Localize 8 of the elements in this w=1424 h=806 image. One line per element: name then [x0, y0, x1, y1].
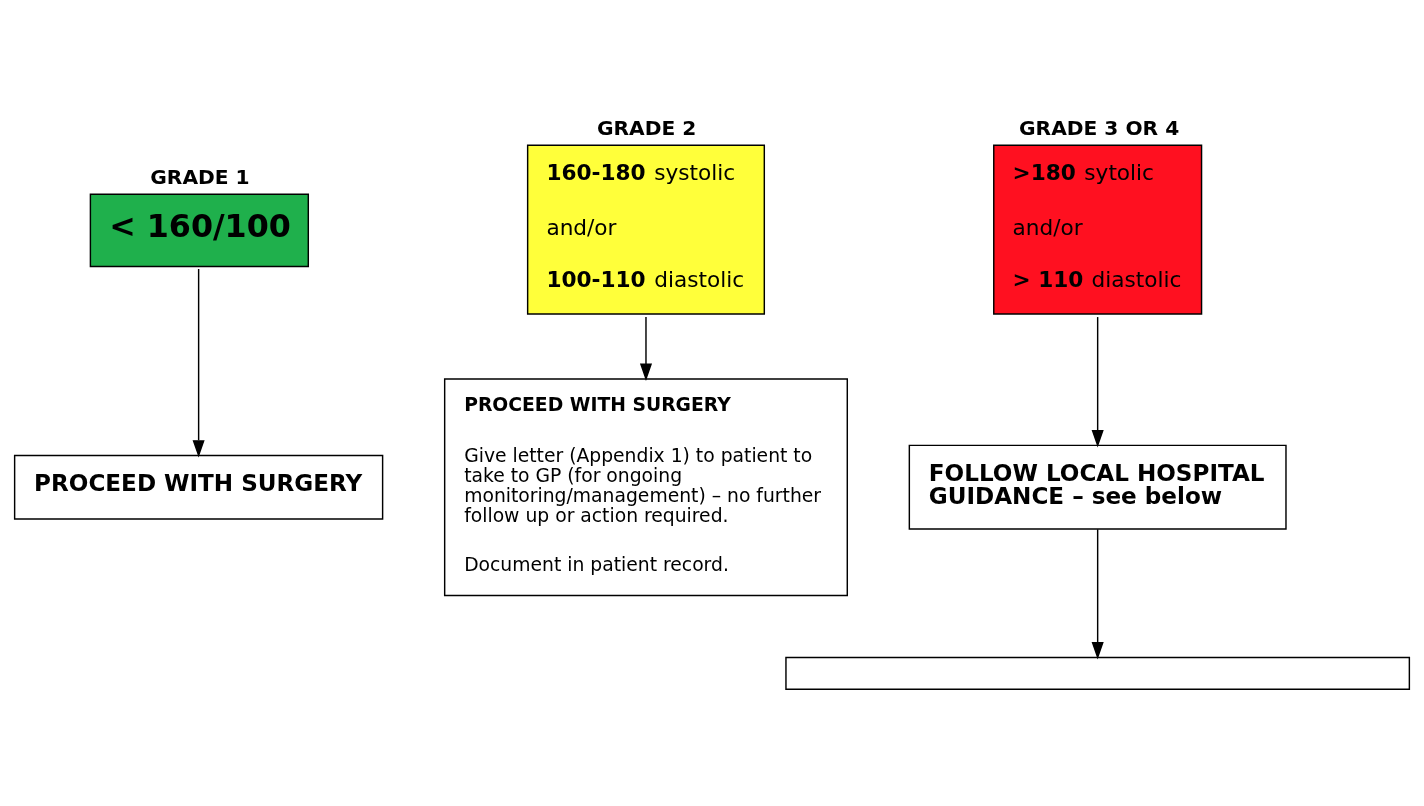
arrow [192, 267, 205, 457]
node-label: GRADE 3 OR 4 [1019, 115, 1180, 140]
node-box [785, 656, 1411, 690]
arrow [1091, 528, 1104, 659]
arrow [639, 315, 653, 381]
arrow [1091, 315, 1104, 447]
node-label: GRADE 1 [150, 164, 250, 189]
node-label: GRADE 2 [596, 115, 697, 140]
